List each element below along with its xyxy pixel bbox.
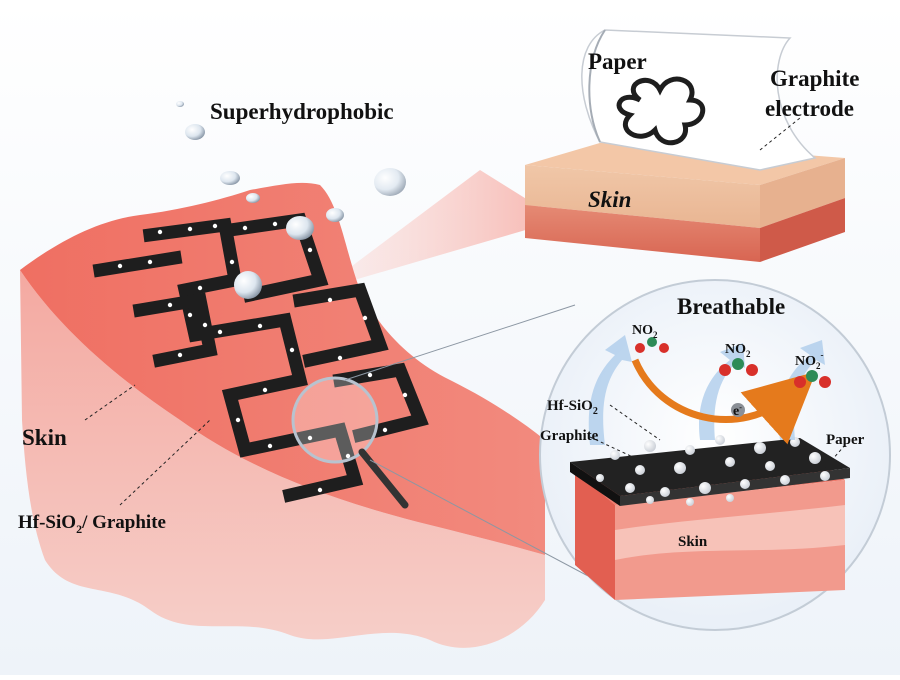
leader-graphite-electrode — [759, 117, 801, 151]
no2-molecule-2 — [719, 358, 758, 376]
label-graphite-circle: Graphite — [540, 428, 599, 444]
label-hf-sio2-graphite: Hf-SiO2/ Graphite — [18, 512, 166, 536]
label-graphite-electrode-1: Graphite — [770, 66, 859, 91]
label-skin-top: Skin — [588, 187, 631, 212]
no2-molecule-1 — [635, 337, 669, 353]
label-hf-sio2-circle: Hf-SiO2 — [547, 398, 598, 417]
magnifying-lens — [291, 376, 409, 509]
label-no2-2: NO2 — [725, 342, 751, 359]
leader-hf-sio2 — [119, 419, 211, 506]
label-graphite-electrode-2: electrode — [765, 96, 854, 121]
electron-transfer-arrow — [631, 358, 817, 445]
projection-beam — [320, 170, 560, 290]
zoom-line-upper — [344, 304, 576, 381]
electron-particle — [731, 403, 745, 417]
zoom-line-lower — [369, 459, 606, 586]
water-droplet — [234, 271, 262, 299]
label-no2-1: NO2 — [632, 323, 658, 340]
paper-graphite-pattern — [616, 76, 706, 146]
skin-sheet — [20, 182, 545, 648]
label-electron: e- — [733, 403, 742, 419]
label-breathable: Breathable — [677, 294, 785, 319]
label-paper-circle: Paper — [826, 432, 865, 448]
label-skin-left: Skin — [22, 425, 67, 450]
zoom-circle — [539, 279, 891, 631]
electrode-white-dots — [117, 221, 408, 493]
label-superhydrophobic: Superhydrophobic — [210, 99, 394, 124]
flying-droplets — [176, 101, 406, 240]
leader-skin — [84, 384, 136, 421]
label-no2-3: NO2- — [795, 350, 824, 371]
skin-block-top — [525, 140, 845, 262]
no2-molecule-3 — [794, 370, 831, 388]
label-skin-circle: Skin — [678, 534, 708, 550]
label-paper-top: Paper — [588, 49, 647, 74]
paper-sheet — [581, 29, 817, 171]
